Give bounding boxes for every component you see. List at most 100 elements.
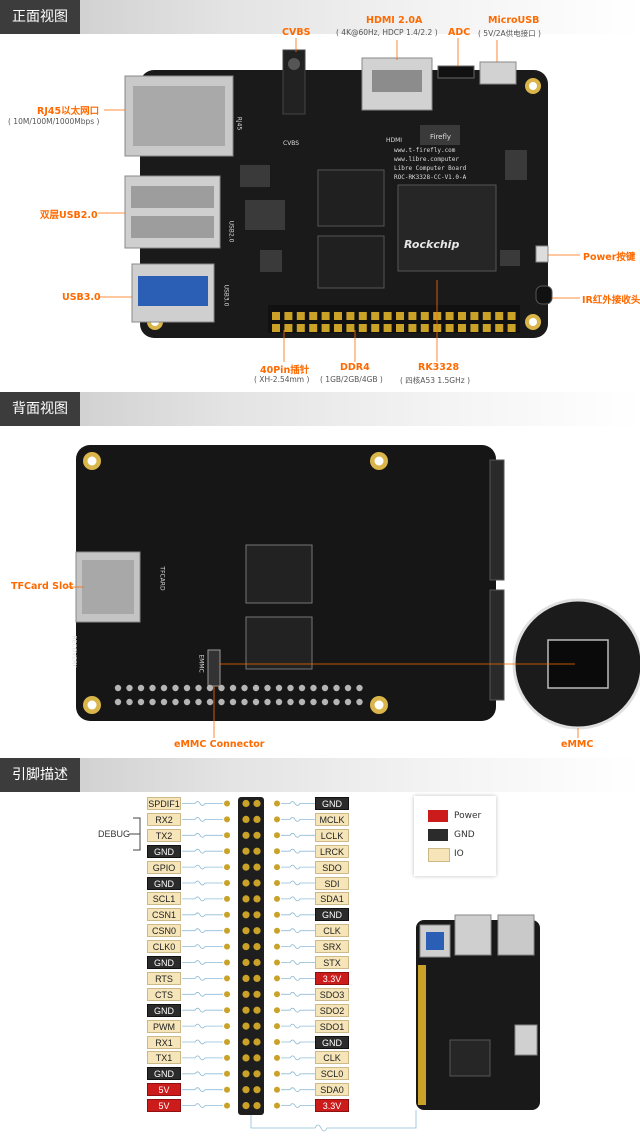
pin-marker-right: [274, 880, 280, 886]
header-pin: [253, 1054, 261, 1062]
label-rk3328-sub: ( 四核A53 1.5GHz ): [400, 376, 470, 385]
label-usb2: 双层USB2.0: [40, 210, 98, 221]
pin-left-6: GND: [147, 876, 181, 890]
header-pin: [242, 1086, 250, 1094]
label-40pin: 40Pin插针: [260, 365, 310, 376]
wavy-line-right: [281, 960, 315, 965]
silk-usb2: USB2.0: [227, 220, 235, 243]
front-header-pin: [309, 324, 318, 332]
front-header-pin: [346, 312, 355, 320]
silk-url-2: www.libre.computer: [394, 156, 460, 163]
pin-legend: Power GND IO: [414, 796, 496, 876]
pin-right-12: 3.3V: [315, 971, 349, 985]
pin-marker-right: [274, 959, 280, 966]
wavy-line-right: [281, 896, 315, 902]
back-pin-pad: [321, 698, 329, 706]
pin-left-8: CSN1: [147, 908, 181, 922]
section-title-back: 背面视图: [0, 392, 80, 426]
ddr4-chip-2: [317, 235, 385, 289]
pin-left-2: RX2: [147, 812, 181, 826]
pin-marker-left: [224, 911, 230, 918]
pin-right-13: SDO3: [315, 987, 349, 1001]
header-pin: [253, 990, 261, 998]
wavy-line-left: [182, 928, 223, 934]
header-pin: [253, 1070, 261, 1078]
header-pin: [242, 911, 250, 919]
back-pin-pad: [252, 684, 260, 692]
back-pin-pad: [126, 698, 133, 706]
pin-left-15: PWM: [147, 1019, 181, 1033]
pin-right-5: SDO: [315, 860, 349, 874]
label-ddr4: DDR4: [340, 362, 370, 373]
front-header-pin: [420, 324, 429, 332]
back-pin-pad: [218, 698, 225, 706]
pin-marker-left: [224, 1102, 230, 1109]
header-strip: [238, 797, 264, 1115]
back-pin-pad: [344, 698, 352, 706]
back-pin-pad: [206, 684, 214, 692]
front-header-pin: [396, 312, 404, 320]
back-pin-pads: [114, 684, 363, 706]
pin-marker-right: [274, 1039, 280, 1045]
label-rj45: RJ45以太网口: [37, 106, 100, 117]
header-pin: [242, 1038, 250, 1046]
pin-left-19: 5V: [147, 1083, 181, 1097]
pin-right-9: CLK: [315, 924, 349, 938]
wavy-line-right: [281, 976, 315, 981]
header-pin: [253, 911, 261, 919]
pin-marker-right: [274, 895, 280, 902]
wavy-line-right: [281, 880, 315, 886]
front-header-pin: [284, 312, 293, 320]
pin-left-18: GND: [147, 1067, 181, 1081]
section-header-pins: 引脚描述: [0, 758, 640, 792]
back-pin-pad: [287, 684, 294, 692]
back-pin-pad: [229, 684, 237, 692]
silk-model: ROC-RK3328-CC-V1.0-A: [394, 174, 467, 181]
label-microusb: MicroUSB: [488, 15, 540, 26]
header-pin: [253, 895, 261, 903]
pin-marker-left: [224, 991, 230, 998]
wavy-line-left: [182, 1023, 223, 1029]
back-pin-pad: [137, 684, 145, 692]
header-pin: [242, 1102, 250, 1110]
adc-header: [437, 65, 475, 79]
front-header-pin: [383, 312, 392, 320]
front-header-pin: [482, 324, 491, 332]
back-pin-pad: [172, 698, 179, 706]
front-header-pin: [309, 312, 318, 320]
wavy-line-left: [182, 976, 223, 981]
front-header-pin: [495, 312, 504, 320]
pin-left-4: GND: [147, 844, 181, 858]
pin-right-10: SRX: [315, 940, 349, 954]
pin-diagram: [129, 797, 540, 1132]
pin-marker-left: [224, 943, 230, 950]
wavy-line-left: [182, 912, 223, 918]
header-pin: [253, 1102, 261, 1110]
wavy-line-right: [281, 864, 315, 870]
legend-label-power: Power: [454, 811, 482, 821]
legend-swatch-io: [428, 848, 450, 862]
silk-board: Libre Computer Board: [394, 165, 467, 172]
pin-marker-left: [224, 1007, 230, 1014]
header-pin: [253, 943, 261, 951]
wavy-line-left: [182, 848, 223, 854]
pin-left-9: CSN0: [147, 924, 181, 938]
pin-right-15: SDO1: [315, 1019, 349, 1033]
front-header-pin: [495, 324, 504, 332]
label-tfcard: TFCard Slot: [11, 581, 74, 592]
section-title-front: 正面视图: [0, 0, 80, 34]
front-header-pin: [334, 324, 342, 332]
pin-marker-right: [274, 911, 280, 918]
wavy-line-right: [281, 944, 315, 949]
back-pin-pad: [356, 698, 363, 706]
label-microusb-sub: ( 5V/2A供电接口 ): [478, 29, 541, 38]
small-components: [240, 125, 527, 272]
front-header-pin: [358, 324, 367, 332]
debug-bracket: [129, 817, 141, 851]
section-title-pins: 引脚描述: [0, 758, 80, 792]
wavy-line-right: [281, 928, 315, 934]
front-header-pin: [371, 324, 380, 332]
wavy-line-left: [182, 1039, 223, 1045]
pin-marker-right: [274, 800, 280, 807]
front-header-pin: [445, 324, 454, 332]
